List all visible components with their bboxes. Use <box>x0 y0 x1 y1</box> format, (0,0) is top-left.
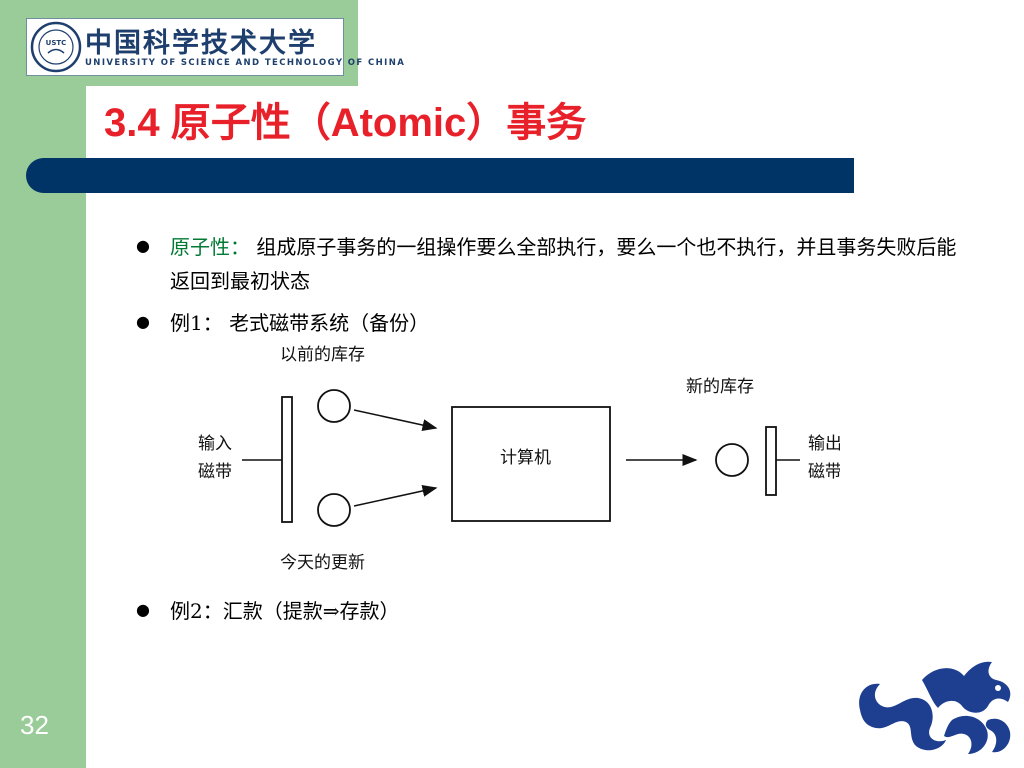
seal-text: USTC <box>46 39 67 47</box>
label-previous-inventory: 以前的库存 <box>280 345 365 365</box>
university-logo: USTC 中国科学技术大学 UNIVERSITY OF SCIENCE AND … <box>26 18 404 76</box>
side-band <box>0 0 86 768</box>
title-underline-bar <box>26 158 854 193</box>
bullet-dot-icon: ● <box>136 236 150 255</box>
atomicity-term: 原子性： <box>170 235 250 259</box>
bullet-atomicity-definition: 原子性： 组成原子事务的一组操作要么全部执行，要么一个也不执行，并且事务失败后能… <box>170 230 960 298</box>
new-inventory-reel-icon <box>715 443 749 477</box>
previous-inventory-reel-icon <box>317 389 351 423</box>
atomicity-definition-text: 组成原子事务的一组操作要么全部执行，要么一个也不执行，并且事务失败后能返回到最初… <box>170 235 957 293</box>
bullet-example-2: 例2：汇款（提款⇒存款） <box>170 599 400 623</box>
label-input-tape-line2: 磁带 <box>198 462 232 482</box>
slide-title: 3.4 原子性（Atomic）事务 <box>104 101 587 145</box>
label-input-tape-line1: 输入 <box>198 434 232 454</box>
label-output-tape-line2: 磁带 <box>808 462 840 482</box>
tape-system-diagram: 以前的库存 新的库存 输入 磁带 计算机 输出 磁带 今天的更新 <box>198 345 840 573</box>
arrow-previous-to-computer <box>353 409 438 431</box>
page-number: 32 <box>20 710 49 740</box>
output-tape-reel <box>765 426 777 496</box>
label-computer: 计算机 <box>500 448 551 468</box>
input-tape-reel <box>281 396 293 523</box>
bullet-dot-icon: ● <box>136 312 150 331</box>
bullet-example-1: 例1： 老式磁带系统（备份） <box>170 311 430 335</box>
university-name: 中国科学技术大学 <box>85 28 317 59</box>
label-output-tape-line1: 输出 <box>808 434 840 454</box>
computer-box <box>451 406 611 522</box>
university-name-english: UNIVERSITY OF SCIENCE AND TECHNOLOGY OF … <box>85 58 406 68</box>
today-updates-reel-icon <box>317 493 351 527</box>
label-today-updates: 今天的更新 <box>280 553 365 573</box>
bullet-dot-icon: ● <box>136 600 150 619</box>
label-new-inventory: 新的库存 <box>686 377 754 397</box>
dragon-logo-icon <box>859 661 1011 754</box>
arrow-updates-to-computer <box>353 485 438 507</box>
university-seal-icon: USTC <box>30 21 82 73</box>
